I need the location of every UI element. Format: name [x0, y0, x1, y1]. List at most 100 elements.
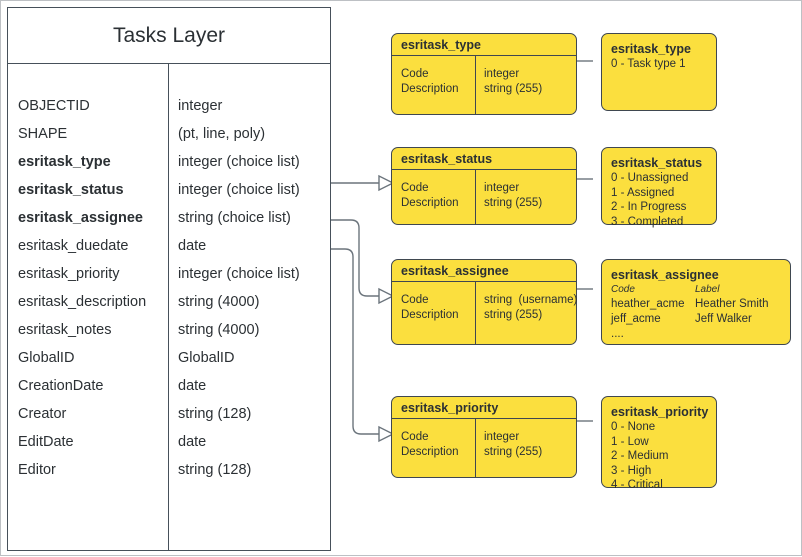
value-item: 2 - In Progress — [611, 201, 687, 213]
domain-column-divider — [475, 170, 477, 224]
field-type: GlobalID — [178, 350, 235, 366]
field-type: string (4000) — [178, 322, 260, 338]
domain-field-names: Code Description — [401, 182, 459, 209]
domain-field-names: Code Description — [401, 294, 459, 321]
table-row: esritask_type integer (choice list) — [8, 148, 330, 176]
domain-columns: Code Description integer string (255) — [392, 419, 576, 477]
table-row: esritask_description string (4000) — [8, 288, 330, 316]
domain-field-types: integer string (255) — [484, 182, 543, 209]
field-name: esritask_priority — [18, 266, 120, 282]
field-name: EditDate — [18, 434, 74, 450]
value-item: 1 - Assigned — [611, 186, 675, 199]
field-type: integer — [178, 98, 223, 114]
value-box-type[interactable]: esritask_type 0 - Task type 1 — [601, 33, 717, 111]
table-row: esritask_duedate date — [8, 232, 330, 260]
entity-field-table: OBJECTID integer SHAPE (pt, line, poly) … — [8, 64, 330, 551]
domain-box-status[interactable]: esritask_status Code Description integer… — [391, 147, 577, 225]
table-row: heather_acme Heather Smith — [611, 297, 781, 312]
table-row: OBJECTID integer — [8, 92, 330, 120]
field-name: esritask_duedate — [18, 238, 129, 254]
assignee-code: heather_acme — [611, 298, 685, 310]
field-type: string (128) — [178, 406, 252, 422]
assignee-label: Jeff Walker — [695, 313, 752, 325]
domain-field-names: Code Description — [401, 68, 459, 95]
domain-field-types: integer string (255) — [484, 68, 543, 95]
page-title: Tasks Layer — [8, 8, 330, 64]
value-box-title: esritask_assignee — [611, 268, 719, 282]
value-item: 0 - Task type 1 — [611, 58, 686, 70]
connector-assignee — [331, 219, 379, 297]
domain-field-names: Code Description — [401, 431, 459, 458]
domain-field-types: string (username) string (255) — [484, 294, 578, 321]
field-name: esritask_assignee — [18, 210, 143, 226]
assignee-code: jeff_acme — [611, 313, 661, 325]
field-name: GlobalID — [18, 350, 75, 366]
assignee-value-table: Code Label heather_acme Heather Smith je… — [611, 283, 781, 342]
value-item: 0 - Unassigned — [611, 172, 689, 184]
domain-title: esritask_assignee — [392, 260, 576, 282]
column-header-code: Code — [611, 284, 635, 295]
domain-column-divider — [475, 282, 477, 344]
field-name: esritask_status — [18, 182, 124, 198]
value-item: 2 - Medium — [611, 450, 669, 462]
assignee-header-row: Code Label — [611, 283, 781, 297]
field-type: string (4000) — [178, 294, 260, 310]
table-row: SHAPE (pt, line, poly) — [8, 120, 330, 148]
table-row: GlobalID GlobalID — [8, 344, 330, 372]
assignee-ellipsis: .... — [611, 328, 624, 340]
table-row: CreationDate date — [8, 372, 330, 400]
table-row: Editor string (128) — [8, 456, 330, 484]
domain-columns: Code Description integer string (255) — [392, 56, 576, 114]
field-type: integer (choice list) — [178, 154, 300, 170]
table-row: jeff_acme Jeff Walker — [611, 312, 781, 327]
table-row: esritask_status integer (choice list) — [8, 176, 330, 204]
value-box-priority[interactable]: esritask_priority 0 - None 1 - Low 2 - M… — [601, 396, 717, 491]
field-name: SHAPE — [18, 126, 68, 142]
domain-box-priority[interactable]: esritask_priority Code Description integ… — [391, 396, 577, 478]
value-box-status[interactable]: esritask_status 0 - Unassigned 1 - Assig… — [601, 147, 717, 228]
value-item: 1 - Low — [611, 435, 649, 448]
field-type: integer (choice list) — [178, 266, 300, 282]
value-item: 0 - None — [611, 421, 656, 433]
table-row: esritask_notes string (4000) — [8, 316, 330, 344]
domain-column-divider — [475, 56, 477, 114]
field-name: Editor — [18, 462, 56, 478]
domain-title: esritask_type — [392, 34, 576, 56]
value-box-title: esritask_status — [611, 156, 703, 170]
domain-box-assignee[interactable]: esritask_assignee Code Description strin… — [391, 259, 577, 345]
value-item: 4 - Critical — [611, 479, 663, 491]
entity-rows: OBJECTID integer SHAPE (pt, line, poly) … — [8, 64, 330, 484]
domain-title: esritask_priority — [392, 397, 576, 419]
field-name: OBJECTID — [18, 98, 90, 114]
domain-column-divider — [475, 419, 477, 477]
tasks-layer-entity: Tasks Layer OBJECTID integer SHAPE (pt, … — [7, 7, 331, 551]
value-item: 3 - High — [611, 464, 652, 477]
field-type: string (choice list) — [178, 210, 291, 226]
table-row: Creator string (128) — [8, 400, 330, 428]
domain-columns: Code Description integer string (255) — [392, 170, 576, 224]
connector-priority — [331, 248, 379, 435]
domain-columns: Code Description string (username) strin… — [392, 282, 578, 344]
table-row: EditDate date — [8, 428, 330, 456]
field-type: date — [178, 434, 207, 450]
field-name: esritask_description — [18, 294, 147, 310]
field-name: Creator — [18, 406, 67, 422]
field-type: (pt, line, poly) — [178, 126, 266, 142]
domain-box-type[interactable]: esritask_type Code Description integer s… — [391, 33, 577, 115]
entity-column-divider — [168, 64, 169, 551]
table-row: esritask_priority integer (choice list) — [8, 260, 330, 288]
field-name: CreationDate — [18, 378, 104, 394]
value-item: 3 - Completed — [611, 215, 684, 228]
field-type: date — [178, 378, 207, 394]
domain-field-types: integer string (255) — [484, 431, 543, 458]
field-type: string (128) — [178, 462, 252, 478]
field-name: esritask_notes — [18, 322, 112, 338]
value-box-title: esritask_type — [611, 42, 691, 56]
value-box-assignee[interactable]: esritask_assignee Code Label heather_acm… — [601, 259, 791, 345]
column-header-label: Label — [695, 284, 720, 295]
field-type: integer (choice list) — [178, 182, 300, 198]
domain-title: esritask_status — [392, 148, 576, 170]
assignee-label: Heather Smith — [695, 298, 769, 310]
table-row: esritask_assignee string (choice list) — [8, 204, 330, 232]
